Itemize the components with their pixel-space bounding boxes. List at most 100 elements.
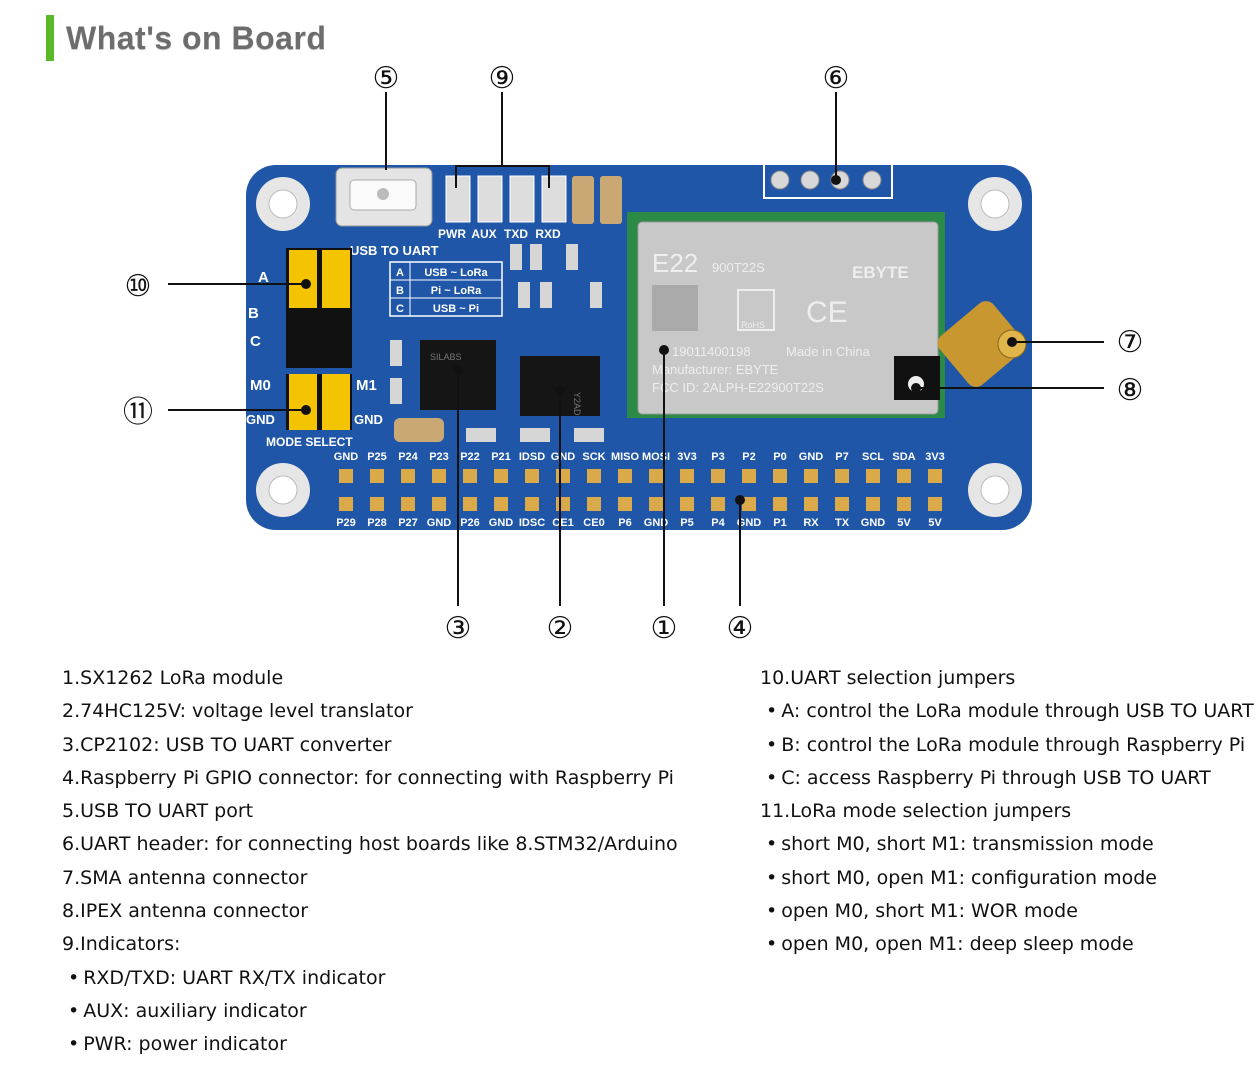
gpio-pin [525,469,539,483]
module-brand: EBYTE [852,263,909,282]
gpio-pin [835,469,849,483]
gpio-pin-label-bottom: GND [737,517,762,529]
gpio-pin [370,469,384,483]
gpio-pin [649,469,663,483]
leader-lines [168,92,1104,606]
jumper-table-value: USB ~ Pi [433,303,479,315]
usb-uart-label: USB TO UART [350,243,439,258]
svg-text:M1: M1 [356,377,377,394]
description-text: PWR: power indicator [83,1033,287,1056]
gpio-pin [680,469,694,483]
gpio-pin-label-bottom: CE0 [583,517,604,529]
module-serial: 19011400198 [672,344,751,359]
bullet-icon: • [68,999,80,1022]
gpio-pin [494,469,508,483]
callout-9: ⑨ [489,62,516,95]
gpio-pin-label-top: P25 [367,451,387,463]
gpio-pin [773,469,787,483]
leader-dots [301,175,1017,505]
description-item: 7.SMA antenna connector [62,862,722,895]
gpio-pin [556,469,570,483]
description-text: open M0, short M1: WOR mode [781,900,1078,923]
svg-text:B: B [248,305,259,322]
bullet-icon: • [766,833,778,856]
gpio-pin [618,497,632,511]
indicator-label: PWR [438,227,466,241]
gpio-pin-label-bottom: 5V [928,517,942,529]
description-subitem: •open M0, short M1: WOR mode [760,895,1240,928]
gpio-pin-label-top: P21 [491,451,511,463]
callout-3: ③ [445,612,472,645]
usb-uart-port: USB TO UART [335,167,439,258]
gpio-pin [432,497,446,511]
description-text: AUX: auxiliary indicator [83,999,307,1022]
gpio-pin [401,497,415,511]
description-text: 4.Raspberry Pi GPIO connector: for conne… [62,766,674,789]
description-subitem: •short M0, open M1: configuration mode [760,862,1240,895]
description-item: 6.UART header: for connecting host board… [62,828,722,861]
gpio-pin-label-top: P3 [711,451,724,463]
svg-text:SILABS: SILABS [430,352,462,362]
svg-text:M0: M0 [250,377,271,394]
gpio-pin-label-top: GND [799,451,824,463]
gpio-pin-label-top: P23 [429,451,449,463]
gpio-pin [804,469,818,483]
gpio-pin-label-bottom: P27 [398,517,418,529]
bullet-icon: • [766,866,778,889]
bullet-icon: • [68,966,80,989]
bullet-icon: • [766,900,778,923]
bullet-icon: • [766,933,778,956]
module-fcc: FCC ID: 2ALPH-E22900T22S [652,380,824,395]
jumper-table-value: USB ~ LoRa [424,267,488,279]
gpio-pin [742,469,756,483]
gpio-pin-label-bottom: P29 [336,517,356,529]
callout-6: ⑥ [823,62,850,95]
description-text: 3.CP2102: USB TO UART converter [62,733,392,756]
gpio-pin-label-top: SCL [862,451,884,463]
description-subitem: •AUX: auxiliary indicator [62,995,722,1028]
description-text: A: control the LoRa module through USB T… [781,700,1254,723]
description-subitem: •RXD/TXD: UART RX/TX indicator [62,962,722,995]
gpio-pin-label-bottom: GND [427,517,452,529]
description-text: 6.UART header: for connecting host board… [62,833,678,856]
gpio-pin-label-top: P2 [742,451,755,463]
module-model: 900T22S [712,260,765,275]
gpio-pin [680,497,694,511]
gpio-pin [804,497,818,511]
gpio-pin-label-top: P22 [460,451,480,463]
rohs-mark: RoHS [741,320,765,330]
description-subitem: •PWR: power indicator [62,1028,722,1061]
description-item: 8.IPEX antenna connector [62,895,722,928]
gpio-pin [339,497,353,511]
gpio-pin-label-top: P0 [773,451,786,463]
callout-4: ④ [727,612,754,645]
callout-8: ⑧ [1117,374,1144,407]
gpio-pin [370,497,384,511]
gpio-pin-label-top: GND [551,451,576,463]
jumper-table-key: B [396,285,404,297]
svg-text:Y2AD: Y2AD [572,392,582,416]
description-text: 9.Indicators: [62,933,181,956]
gpio-pin [866,497,880,511]
gpio-pin-label-top: SDA [892,451,915,463]
gpio-pin-label-bottom: P1 [773,517,786,529]
gpio-pin-label-bottom: RX [803,517,819,529]
description-item: 5.USB TO UART port [62,795,722,828]
gpio-pin [556,497,570,511]
indicator-label: RXD [535,227,561,241]
callout-11: ⑪ [123,396,153,429]
gpio-pin-label-bottom: P26 [460,517,480,529]
gpio-pin-label-top: 3V3 [677,451,697,463]
callout-numbers: ① ② ③ ④ ⑤ ⑥ ⑦ ⑧ ⑨ ⑩ ⑪ [123,62,1143,645]
header-accent-bar [46,15,54,61]
gpio-pin-label-bottom: P5 [680,517,693,529]
gpio-pin [649,497,663,511]
gpio-pin-label-top: P7 [835,451,848,463]
jumper-block: A B C M0 M1 GND GND MODE SELECT [246,248,383,449]
gpio-pin [773,497,787,511]
gpio-pin [897,497,911,511]
gpio-pin-label-bottom: P6 [618,517,631,529]
